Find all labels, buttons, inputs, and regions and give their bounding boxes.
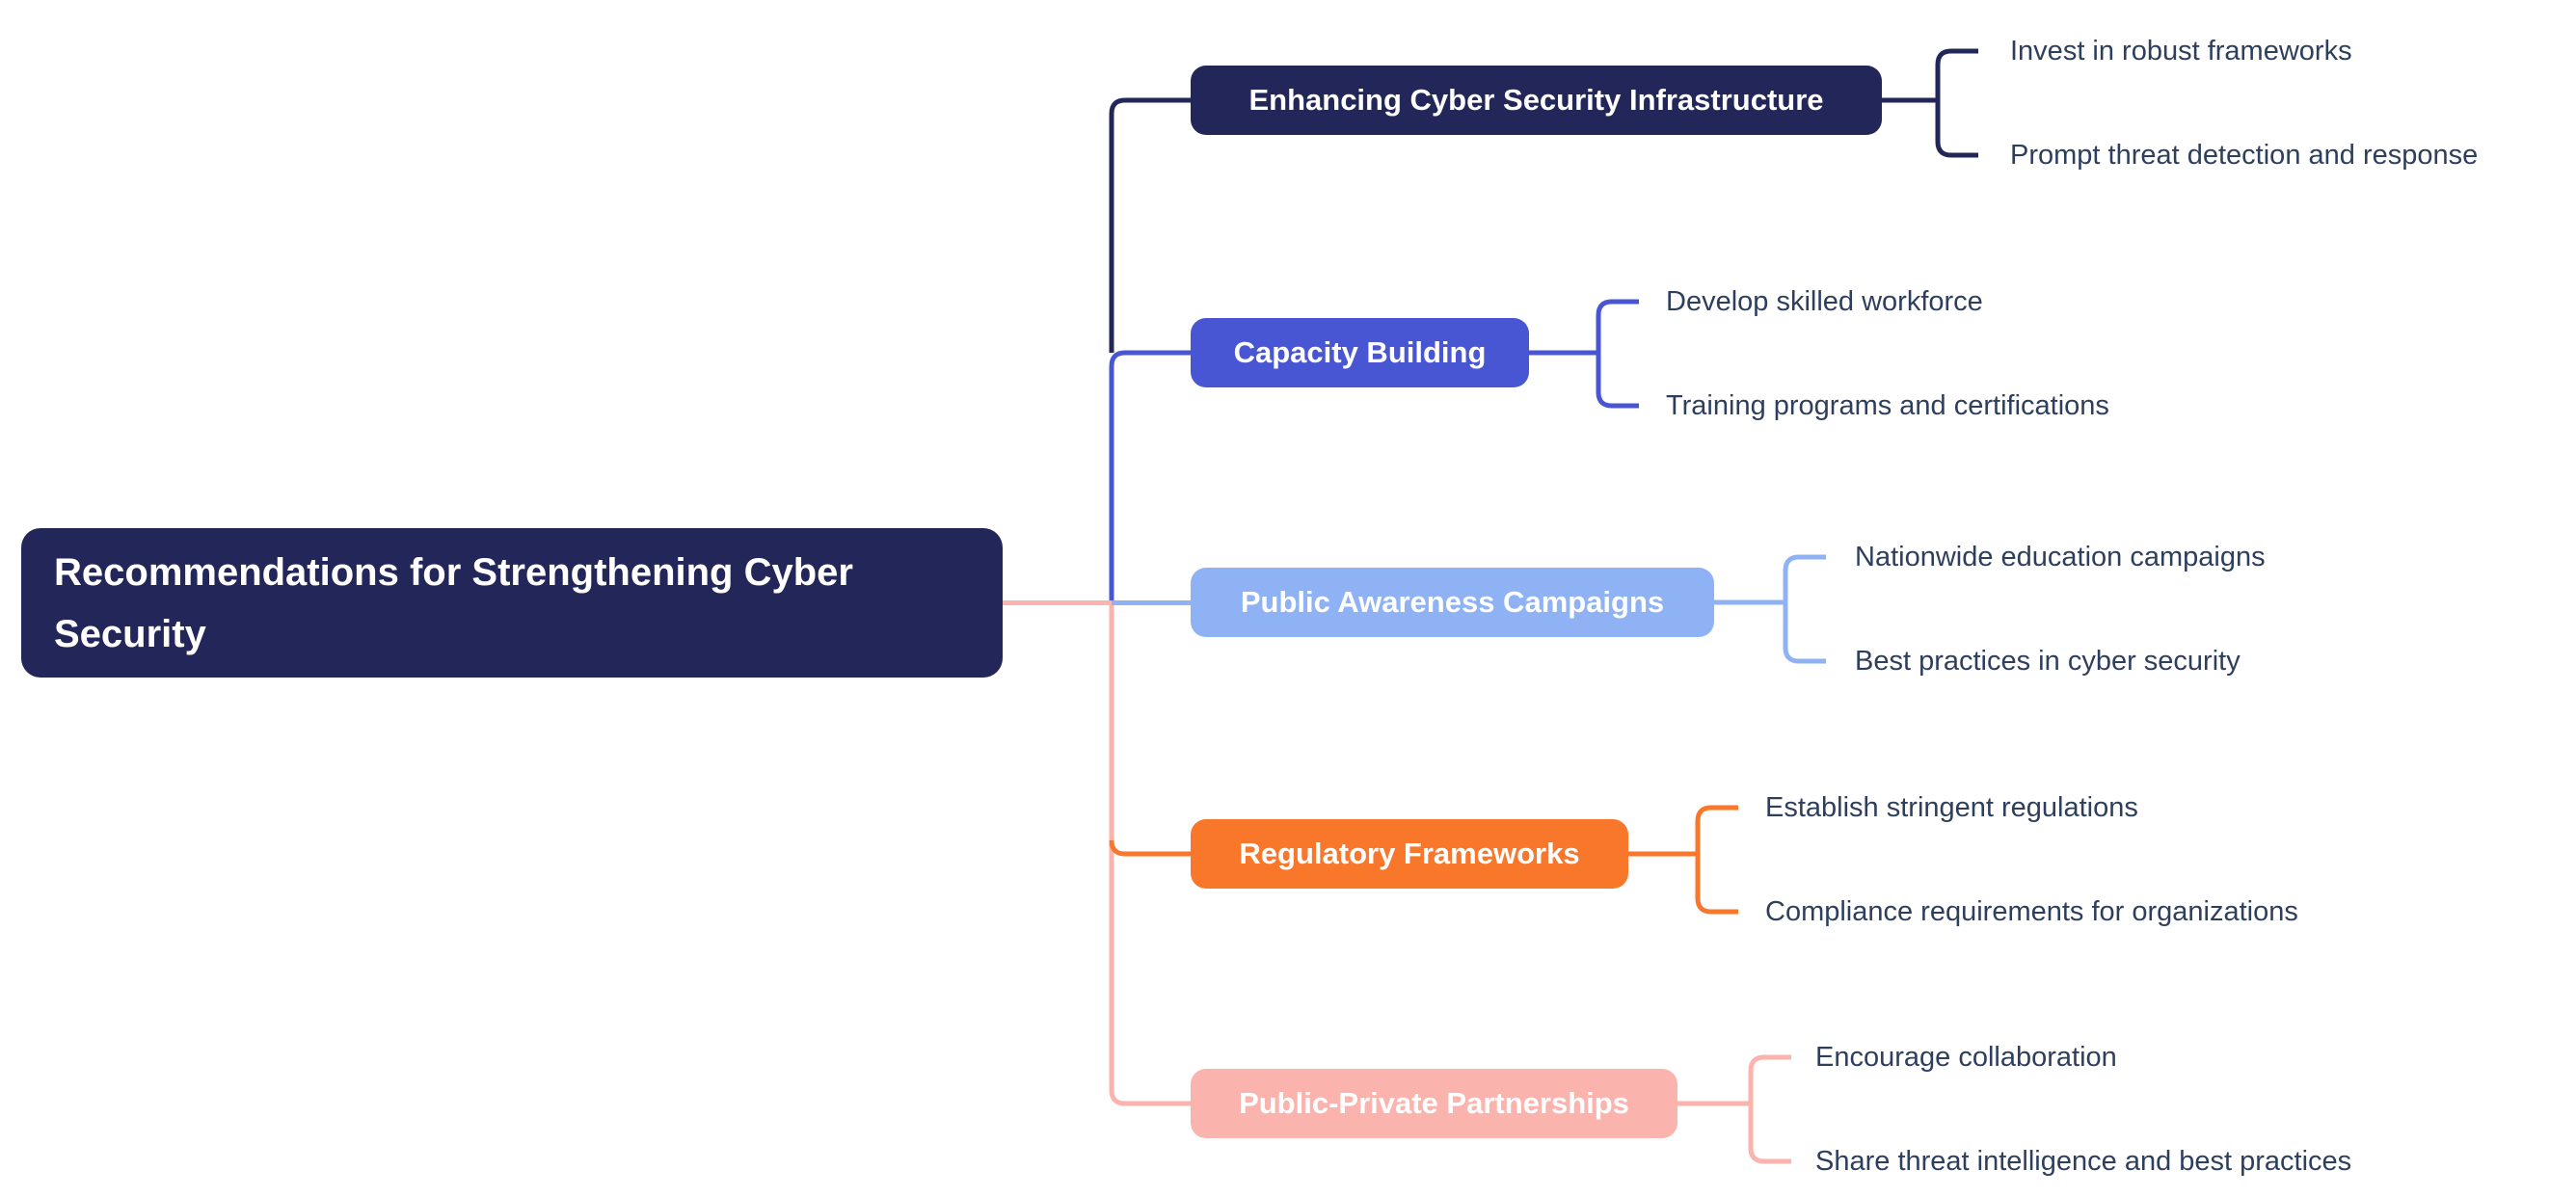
branch-node-public-awareness[interactable]: Public Awareness Campaigns xyxy=(1191,568,1714,637)
branch-node-label: Regulatory Frameworks xyxy=(1239,837,1580,870)
branch-node-label: Public Awareness Campaigns xyxy=(1240,585,1665,619)
root-node[interactable]: Recommendations for Strengthening Cyber … xyxy=(21,528,1003,678)
branch-node-regulatory-frameworks[interactable]: Regulatory Frameworks xyxy=(1191,819,1628,889)
leaf-item[interactable]: Invest in robust frameworks xyxy=(2010,36,2352,66)
leaf-item[interactable]: Establish stringent regulations xyxy=(1765,792,2138,823)
branch-node-label: Capacity Building xyxy=(1233,335,1487,369)
branch-node-enhancing-infrastructure[interactable]: Enhancing Cyber Security Infrastructure xyxy=(1191,66,1882,135)
leaf-item[interactable]: Best practices in cyber security xyxy=(1855,646,2241,677)
leaf-item[interactable]: Training programs and certifications xyxy=(1666,390,2109,421)
leaf-item[interactable]: Nationwide education campaigns xyxy=(1855,542,2266,572)
leaf-item[interactable]: Develop skilled workforce xyxy=(1666,286,1983,317)
branch-node-public-private-partnerships[interactable]: Public-Private Partnerships xyxy=(1191,1069,1677,1138)
branch-node-label: Enhancing Cyber Security Infrastructure xyxy=(1248,83,1824,117)
branch-node-label: Public-Private Partnerships xyxy=(1239,1086,1629,1120)
leaf-item[interactable]: Encourage collaboration xyxy=(1815,1042,2117,1073)
branch-node-capacity-building[interactable]: Capacity Building xyxy=(1191,318,1529,387)
leaf-item[interactable]: Compliance requirements for organization… xyxy=(1765,896,2298,927)
leaf-item[interactable]: Prompt threat detection and response xyxy=(2010,140,2479,171)
root-node-label: Recommendations for Strengthening Cyber … xyxy=(54,550,853,655)
leaf-item[interactable]: Share threat intelligence and best pract… xyxy=(1815,1146,2352,1177)
